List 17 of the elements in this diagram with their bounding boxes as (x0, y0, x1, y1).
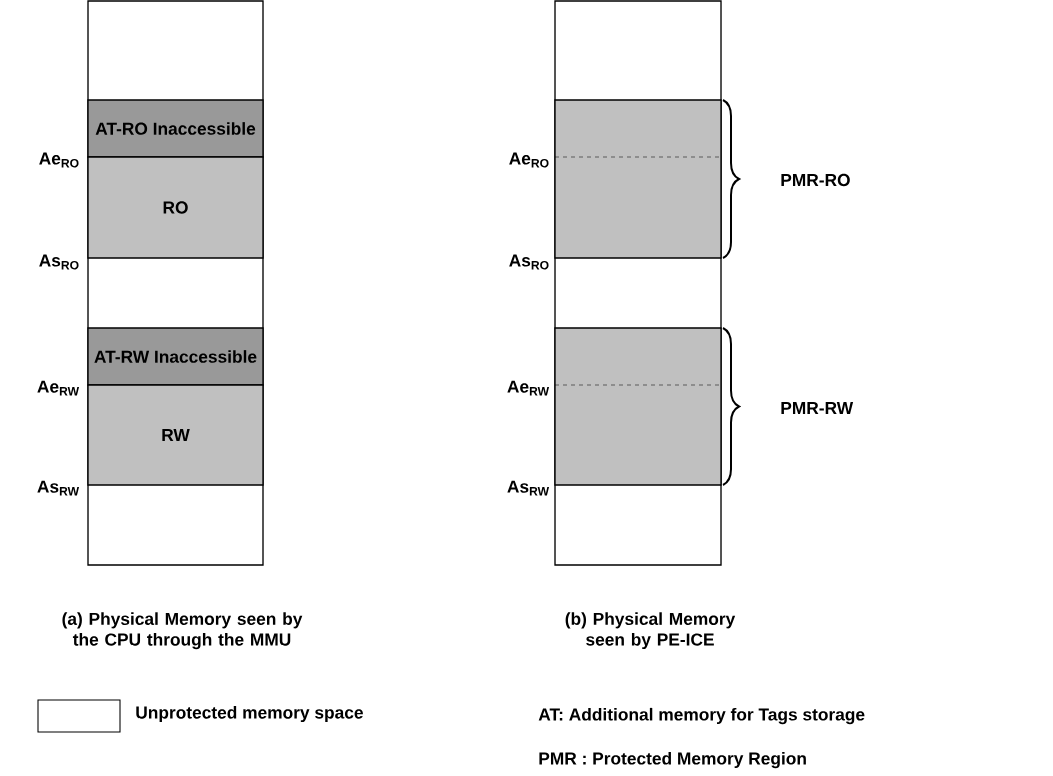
note: PMR : Protected Memory Region (539, 751, 806, 769)
memory-region (554, 327, 722, 486)
region-label: PMR-RO (781, 173, 850, 187)
address-label: As$_{RW}$ (507, 480, 550, 496)
memory-region: AT-RW Inaccessible (87, 327, 264, 386)
address-label: As$_{RO}$ (509, 254, 549, 270)
address-label: Ae$_{RO}$ (39, 152, 79, 168)
caption: (b) Physical Memory seen by PE-ICE (565, 612, 736, 650)
caption: (a) Physical Memory seen by the CPU through the MMU (62, 612, 303, 650)
memory-region: RO (87, 156, 264, 259)
address-label: Ae$_{RW}$ (37, 380, 80, 396)
memory-region (554, 99, 722, 259)
memory-region: RW (87, 384, 264, 486)
region-label: PMR-RW (781, 402, 854, 414)
note: AT: Additional memory for Tags storage (538, 707, 865, 725)
legend-entry: Unprotected memory space (37, 699, 363, 733)
memory-region: AT-RO Inaccessible (87, 99, 264, 158)
